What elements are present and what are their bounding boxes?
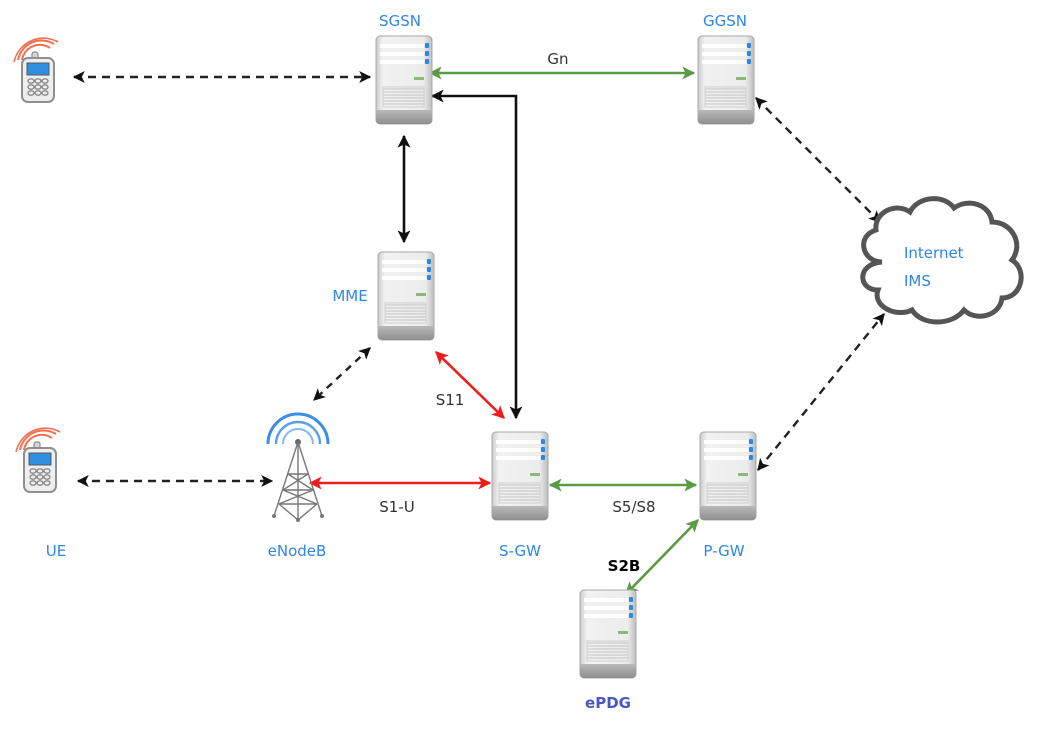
ggsn-label: GGSN xyxy=(703,12,747,30)
phone-top-node[interactable] xyxy=(13,37,59,103)
server-icon xyxy=(375,35,433,125)
link-s2b xyxy=(625,519,699,595)
ims-label: IMS xyxy=(904,272,931,290)
mme-node[interactable] xyxy=(377,251,435,341)
pgw-node[interactable] xyxy=(699,431,757,521)
sgw-label: S-GW xyxy=(499,542,541,560)
link-pgw-internet xyxy=(757,313,885,471)
epdg-label: ePDG xyxy=(585,694,631,712)
pgw-label: P-GW xyxy=(703,542,744,560)
ggsn-node[interactable] xyxy=(697,35,755,125)
links-layer xyxy=(72,66,885,595)
s1u-label: S1-U xyxy=(379,498,414,516)
link-mme-enodeb xyxy=(313,347,371,401)
enodeb-label: eNodeB xyxy=(268,542,327,560)
cell-tower-icon xyxy=(266,412,330,522)
server-icon xyxy=(377,251,435,341)
mobile-phone-icon xyxy=(15,427,61,493)
enodeb-node[interactable] xyxy=(266,412,330,522)
internet-label: Internet xyxy=(904,244,964,262)
server-icon xyxy=(697,35,755,125)
cloud-icon xyxy=(860,196,1024,325)
ue-label: UE xyxy=(46,542,66,560)
link-sgw-sgsn xyxy=(430,89,523,420)
link-ggsn-internet xyxy=(755,97,881,223)
s2b-label: S2B xyxy=(608,557,641,575)
s5s8-label: S5/S8 xyxy=(612,498,655,516)
epdg-node[interactable] xyxy=(579,589,637,679)
server-icon xyxy=(699,431,757,521)
s11-label: S11 xyxy=(436,391,465,409)
sgsn-label: SGSN xyxy=(379,12,421,30)
mme-label: MME xyxy=(332,287,367,305)
mobile-phone-icon xyxy=(13,37,59,103)
sgsn-node[interactable] xyxy=(375,35,433,125)
server-icon xyxy=(579,589,637,679)
internet-cloud-node[interactable]: Internet IMS xyxy=(860,196,1024,325)
sgw-node[interactable] xyxy=(491,431,549,521)
server-icon xyxy=(491,431,549,521)
gn-label: Gn xyxy=(547,50,568,68)
link-s11 xyxy=(435,351,505,419)
ue-node[interactable] xyxy=(15,427,61,493)
